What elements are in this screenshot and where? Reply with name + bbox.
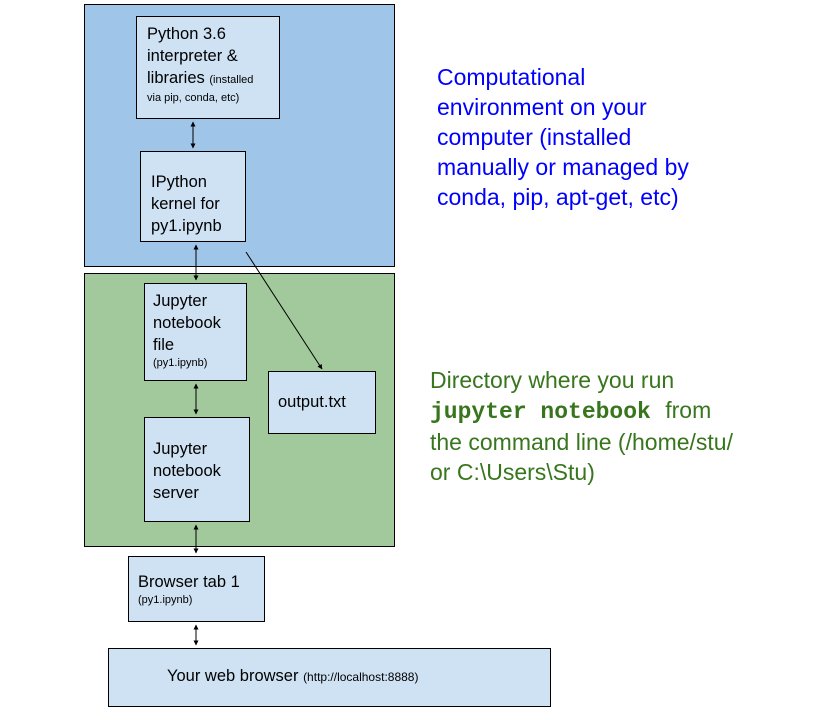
env-desc-line2: environment on your (437, 94, 647, 120)
dir-desc-line1: Directory where you run (430, 367, 675, 393)
notebook-file-line3: file (153, 336, 175, 354)
env-desc-line3: computer (installed (437, 124, 632, 150)
python-line3: libraries (147, 69, 205, 87)
browser-tab-box: Browser tab 1 (py1.ipynb) (128, 556, 265, 622)
dir-desc-line4: or C:\Users\Stu) (430, 459, 595, 485)
notebook-server-box: Jupyter notebook server (144, 417, 250, 522)
python-line1: Python 3.6 (147, 25, 226, 43)
env-desc-line1: Computational (437, 64, 586, 90)
server-line1: Jupyter (153, 440, 208, 458)
python-small1: (installed (209, 74, 254, 86)
output-file-box: output.txt (268, 371, 376, 434)
notebook-file-small: (py1.ipynb) (153, 357, 208, 369)
ipython-line2: kernel for (151, 195, 220, 213)
web-browser-label: Your web browser (167, 667, 299, 685)
ipython-line1: IPython (151, 173, 207, 191)
dir-desc-line3: the command line (/home/stu/ (430, 429, 733, 455)
python-line2: interpreter & (147, 47, 238, 65)
directory-description: Directory where you run jupyter notebook… (430, 365, 733, 487)
environment-description: Computational environment on your comput… (437, 62, 689, 212)
env-desc-line4: manually or managed by (437, 154, 689, 180)
python-line3-row: libraries (installed (147, 67, 279, 91)
browser-tab-small: (py1.ipynb) (138, 594, 193, 606)
notebook-file-line1: Jupyter (153, 292, 208, 310)
env-desc-line5: conda, pip, apt-get, etc) (437, 184, 679, 210)
web-browser-small: (http://localhost:8888) (303, 670, 419, 684)
dir-desc-after-command: from (665, 397, 712, 423)
python-small2: via pip, conda, etc) (147, 92, 240, 104)
dir-desc-line2: jupyter notebook from (430, 395, 733, 427)
notebook-file-line2: notebook (153, 314, 221, 332)
arrow-ipython-output (245, 251, 323, 370)
web-browser-box: Your web browser (http://localhost:8888) (108, 648, 551, 707)
server-line3: server (153, 484, 199, 502)
dir-desc-command: jupyter notebook (430, 399, 651, 425)
ipython-kernel-box: IPython kernel for py1.ipynb (140, 151, 246, 242)
output-label: output.txt (278, 393, 346, 411)
browser-tab-label: Browser tab 1 (138, 573, 240, 591)
server-line2: notebook (153, 462, 221, 480)
notebook-file-box: Jupyter notebook file (py1.ipynb) (144, 283, 247, 381)
python-interpreter-box: Python 3.6 interpreter & libraries (inst… (136, 16, 280, 119)
ipython-line3: py1.ipynb (151, 217, 222, 235)
